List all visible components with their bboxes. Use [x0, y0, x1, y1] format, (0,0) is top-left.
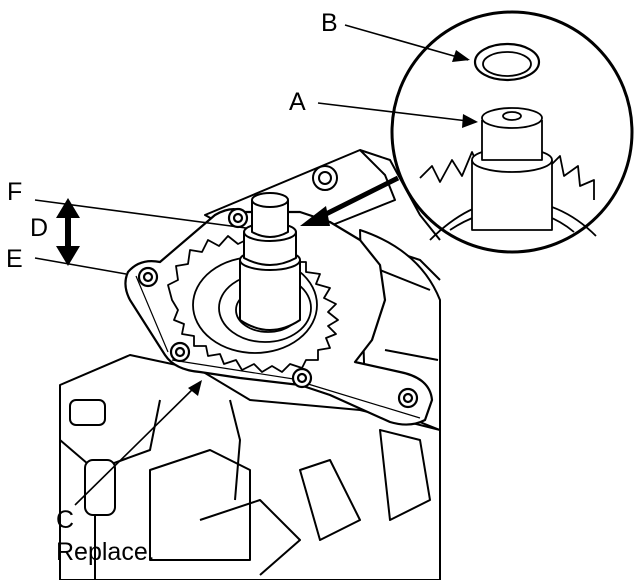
callout-b: B	[321, 9, 338, 37]
callout-f: F	[7, 178, 23, 206]
replace-note: Replace.	[56, 538, 155, 566]
callout-d: D	[30, 214, 49, 242]
arrowheads	[188, 50, 478, 396]
dimension-d-arrow	[56, 198, 80, 266]
output-shaft	[239, 192, 301, 331]
detail-circle	[390, 10, 634, 254]
callout-e: E	[6, 245, 23, 273]
callout-c: C	[56, 506, 75, 534]
callout-a: A	[289, 88, 306, 116]
detail-pointer	[300, 175, 400, 226]
